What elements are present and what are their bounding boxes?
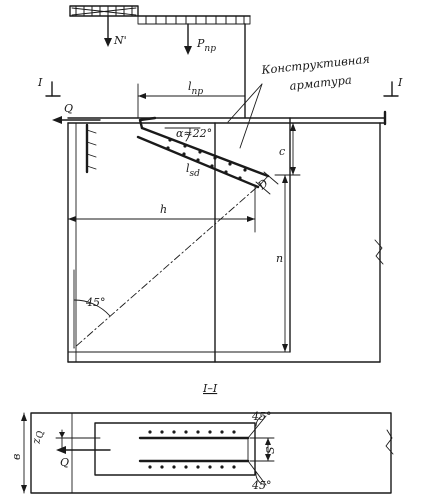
label-angle-45: 45° [85, 296, 106, 309]
arrow-q-plan [56, 446, 111, 454]
dimension-z [55, 429, 101, 451]
dimension-n [282, 174, 288, 353]
plan-bar-dots-bottom [148, 465, 236, 469]
label-q-plan: Q [60, 456, 69, 469]
section-mark-left [45, 81, 61, 97]
label-q-main: Q [64, 102, 73, 115]
label-l-sd: lsd [186, 162, 200, 179]
load-hatching [71, 6, 245, 24]
note-constructive-rebar-line1: Конструктивная [260, 52, 371, 77]
label-section-left: I [37, 76, 43, 89]
note-constructive-rebar-line2: арматура [289, 73, 353, 93]
label-z: zQ [30, 430, 46, 445]
arrow-q-main [52, 116, 101, 124]
arrow-n-prime [104, 15, 112, 47]
section-mark-right [383, 81, 399, 97]
diameter-d-mark [255, 171, 279, 195]
inclined-bars [136, 116, 270, 189]
corbel-support-plate [85, 123, 97, 174]
dimension-l-pr [137, 83, 246, 119]
angle-alpha-mark [164, 127, 201, 142]
label-alpha: α≈22° [176, 127, 212, 140]
label-p-pr: Pпр [196, 37, 216, 54]
label-n: n [276, 252, 283, 265]
plan-bar-dots-top [148, 430, 236, 434]
label-angle-45-top: 45° [251, 410, 272, 423]
plan-section: 45° 45° S Q zQ в [10, 410, 394, 494]
label-n-prime: N' [113, 34, 127, 47]
load-diagram: N' Pпр [69, 5, 251, 55]
section-title: I–I [202, 382, 218, 395]
label-l-pr: lпр [188, 80, 203, 97]
dimension-h [67, 186, 256, 233]
plan-45-top [247, 415, 267, 439]
leader-constructive-rebar [227, 83, 263, 149]
label-d: D [255, 177, 271, 193]
plan-45-bottom [247, 460, 267, 486]
dimension-b [21, 412, 27, 494]
label-c: c [279, 145, 285, 158]
label-b: в [10, 454, 23, 460]
label-section-right: I [397, 76, 403, 89]
label-s: S [264, 446, 277, 454]
dimension-c [274, 122, 301, 176]
label-angle-45-bottom: 45° [251, 479, 272, 492]
failure-line-45 [73, 187, 257, 349]
label-h: h [160, 203, 167, 216]
elevation-view: Q lпр Констр [37, 23, 403, 363]
dimension-s [249, 437, 275, 462]
arrow-p-pr [184, 23, 192, 55]
